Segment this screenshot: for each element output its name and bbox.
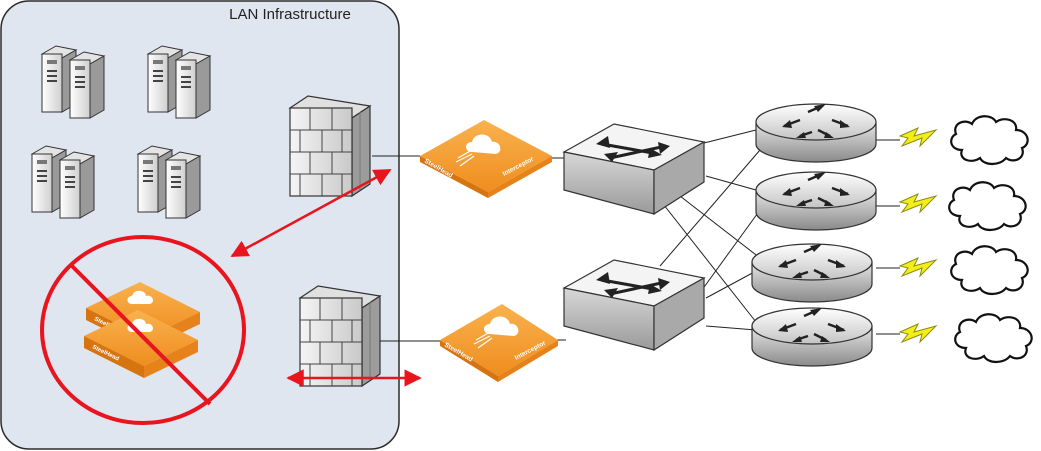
cloud-icon — [950, 245, 1029, 296]
server-icon — [137, 145, 201, 219]
server-icon — [147, 45, 211, 119]
cloud-icon — [948, 181, 1027, 232]
server-icon — [31, 145, 95, 219]
lightning-icon — [899, 127, 937, 147]
cloud-icon — [950, 115, 1029, 166]
lightning-icon — [899, 323, 937, 343]
prohibited-icon — [40, 235, 246, 425]
interceptor-appliance-icon: SteelHead Interceptor — [420, 120, 552, 198]
switch-icon — [562, 122, 706, 216]
interceptor-appliance-icon: SteelHead Interceptor — [440, 304, 558, 382]
server-icon — [41, 45, 105, 119]
firewall-icon — [299, 285, 381, 387]
arrow-redirect — [230, 168, 392, 258]
cloud-icon — [954, 313, 1033, 364]
switch-icon — [562, 258, 706, 352]
lan-infrastructure-title: LAN Infrastructure — [229, 6, 351, 23]
firewall-icon — [289, 95, 371, 197]
router-icon — [750, 306, 874, 368]
router-icon — [750, 242, 874, 304]
lightning-icon — [899, 257, 937, 277]
lightning-icon — [899, 193, 937, 213]
router-icon — [754, 102, 878, 164]
router-icon — [754, 170, 878, 232]
